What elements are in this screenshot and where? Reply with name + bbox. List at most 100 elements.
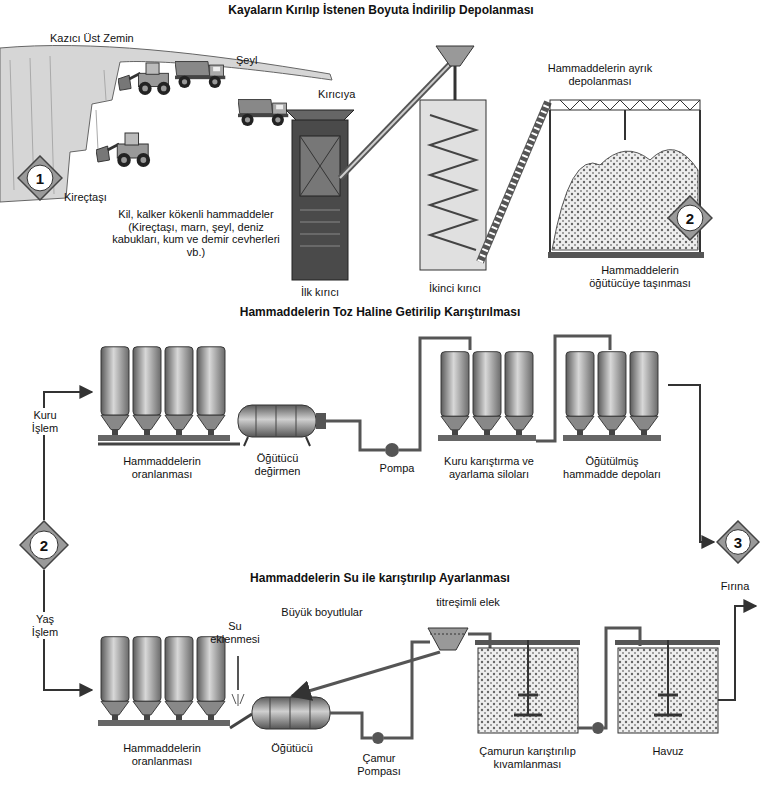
ball-mill: [256, 405, 296, 437]
vibrating-sieve: [292, 652, 440, 696]
pipe-line: [385, 443, 399, 457]
equipment-label: titreşimli elek: [436, 596, 500, 609]
equipment-label: Öğütülmüş hammadde depoları: [560, 455, 664, 480]
proportioning-silos: [197, 347, 225, 435]
proportioning-silos: [133, 637, 161, 720]
quarry-vehicles: [175, 62, 225, 88]
slurry-basin: [667, 640, 669, 715]
wet-mill: [252, 697, 330, 729]
direction-label: Kırıcıya: [318, 88, 382, 101]
vibrating-sieve: [292, 628, 490, 696]
water-feed: [237, 656, 239, 690]
vibrating-sieve: [428, 628, 468, 650]
site-label: Kazıcı Üst Zemin: [50, 32, 160, 45]
number-disc: [27, 165, 53, 191]
primary-crusher: [300, 136, 340, 196]
equipment-label: İlk kırıcı: [280, 286, 360, 299]
raw-material-store: [624, 110, 626, 140]
slurry-pipe: [372, 732, 384, 744]
callout-number: 2: [686, 211, 694, 226]
number-disc: [677, 205, 703, 231]
equipment-label: Çamurun karıştırılıp kıvamlanması: [460, 745, 595, 770]
ball-mill: [238, 405, 316, 437]
secondary-crusher: [420, 46, 486, 270]
proportioning-silos: [165, 347, 193, 435]
ball-mill: [244, 437, 310, 446]
storage-silos: [563, 435, 661, 441]
callout-diamond: 2: [667, 195, 713, 241]
ball-mill: [238, 405, 326, 446]
wet-mill: [252, 697, 330, 729]
equipment-label: İkinci kırıcı: [410, 282, 500, 295]
equipment-label: Öğütücü değirmen: [235, 452, 320, 477]
quarry-vehicles: [238, 100, 288, 126]
proportioning-silos: [98, 435, 230, 441]
equipment-label: Çamur Pompası: [346, 752, 412, 777]
section-title: Hammaddelerin Su ile karıştırılıp Ayarla…: [150, 572, 610, 586]
vibrating-sieve: [430, 634, 466, 635]
material-label: Şeyl: [236, 54, 276, 67]
raw-material-store: [550, 100, 700, 110]
storage-silos: [630, 352, 658, 435]
section-title: Hammaddelerin Toz Haline Getirilip Karış…: [150, 306, 610, 320]
raw-material-store: [560, 100, 700, 110]
pipe-line: [399, 338, 470, 450]
equipment-label: Su eklenmesi: [204, 620, 266, 645]
mixing-tank: [592, 722, 604, 734]
blending-silos: [438, 336, 610, 441]
proportioning-silos: [165, 637, 193, 720]
equipment-label: Hammaddelerin oranlanması: [92, 742, 232, 767]
quarry-ground: [0, 46, 332, 202]
equipment-label: Öğütücü: [250, 742, 334, 755]
equipment-label: Havuz: [630, 745, 706, 758]
blending-silos: [441, 352, 469, 435]
blending-silos: [438, 435, 536, 441]
callout-diamond: 3: [716, 520, 760, 564]
direction-label: Fırına: [710, 580, 760, 593]
ball-mill: [316, 413, 326, 429]
equipment-label: Hammaddelerin oranlanması: [92, 455, 232, 480]
screw-conveyor: [480, 102, 548, 262]
proportioning-silos: [230, 714, 252, 728]
quarry-ground: [0, 46, 332, 202]
diamond-outline: [20, 521, 68, 569]
wet-mill: [270, 697, 310, 729]
equipment-label: Pompa: [372, 462, 422, 475]
proportioning-silos: [101, 637, 129, 720]
blending-silos: [473, 352, 501, 435]
raw-material-store: [548, 100, 704, 258]
raw-material-store: [549, 110, 551, 252]
branch-label: Kuru İşlem: [24, 408, 66, 435]
slurry-pipe: [330, 713, 372, 738]
blending-silos: [505, 352, 533, 435]
number-disc: [30, 531, 58, 559]
raw-material-store: [552, 150, 698, 250]
storage-silos: [566, 352, 594, 435]
kiln-bracket: [668, 385, 714, 542]
primary-crusher: [300, 210, 340, 246]
secondary-crusher: [430, 115, 476, 250]
branch-label: Yaş İşlem: [24, 612, 66, 639]
kiln-bracket: [718, 606, 756, 700]
callout-diamond: 1: [17, 155, 63, 201]
screw-conveyor: [480, 102, 548, 262]
proportioning-silos: [98, 443, 240, 446]
proportioning-silos: [98, 720, 230, 726]
proportioning-silos: [101, 347, 129, 435]
diamond-outline: [717, 521, 759, 563]
callout-number: 2: [40, 538, 48, 553]
slurry-basin: [615, 640, 720, 733]
section-title: Kayaların Kırılıp İstenen Boyuta İndiril…: [131, 4, 631, 18]
proportioning-silos: [98, 637, 252, 728]
equipment-label: Büyük boyutlular: [280, 606, 364, 619]
primary-crusher: [292, 120, 348, 280]
proportioning-silos: [98, 347, 240, 444]
diamond-outline: [18, 156, 62, 200]
slurry-basin: [654, 695, 682, 715]
storage-silos: [563, 352, 661, 441]
storage-silos: [598, 352, 626, 435]
callout-diamond: 2: [19, 520, 69, 570]
water-feed: [232, 694, 244, 706]
